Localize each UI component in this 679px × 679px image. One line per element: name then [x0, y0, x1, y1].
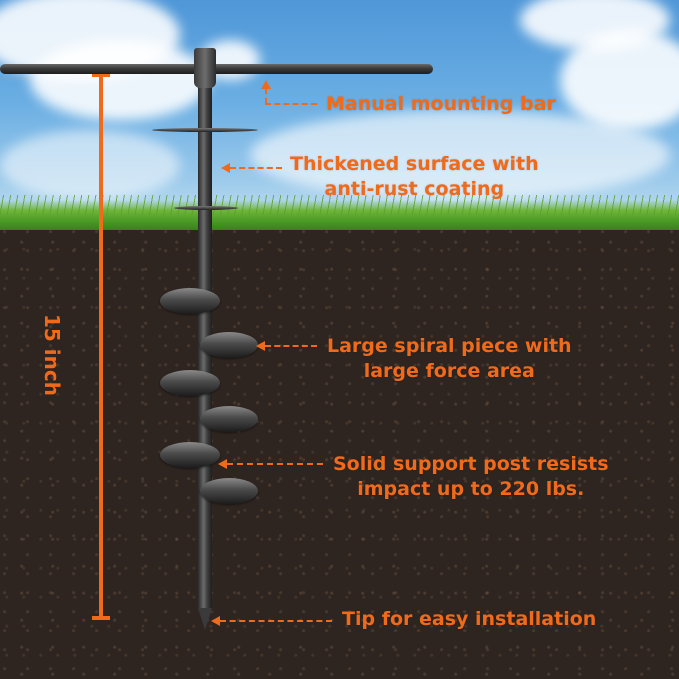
leader-line: [220, 620, 332, 622]
callout-tip: Tip for easy installation: [342, 607, 596, 632]
leader-line: [230, 167, 282, 169]
cloud: [30, 40, 210, 120]
auger-spiral: [200, 332, 258, 358]
soil-background: [0, 226, 679, 679]
leader-line: [265, 103, 317, 105]
auger-spiral: [160, 288, 220, 314]
measurement-label: 15 inch: [40, 314, 64, 396]
cloud: [560, 30, 679, 130]
callout-text: anti-rust coating: [324, 178, 505, 200]
callout-text: large force area: [363, 360, 535, 382]
arrow-left-icon: [221, 163, 230, 173]
callout-spiral: Large spiral piece with large force area: [327, 334, 572, 384]
leader-line: [265, 89, 267, 103]
arrow-up-icon: [261, 80, 271, 89]
leader-line: [227, 463, 323, 465]
cloud: [250, 110, 670, 200]
auger-spiral: [160, 370, 220, 396]
measure-line: [99, 74, 103, 618]
cloud: [0, 130, 180, 200]
callout-text: Manual mounting bar: [326, 93, 556, 115]
auger-tip: [198, 608, 212, 630]
arrow-left-icon: [256, 341, 265, 351]
callout-post: Solid support post resists impact up to …: [333, 452, 609, 502]
mounting-bar: [0, 64, 433, 74]
callout-text: Tip for easy installation: [342, 608, 597, 630]
callout-text: Solid support post resists: [333, 453, 609, 475]
callout-text: Large spiral piece with: [327, 335, 572, 357]
auger-spiral: [160, 442, 220, 468]
arrow-left-icon: [218, 459, 227, 469]
callout-surface: Thickened surface with anti-rust coating: [290, 152, 539, 202]
measure-cap-bottom: [92, 616, 110, 620]
arrow-left-icon: [211, 616, 220, 626]
auger-spiral: [200, 478, 258, 504]
auger-head: [194, 48, 216, 88]
grass-blades: [0, 195, 679, 215]
callout-text: Thickened surface with: [290, 153, 539, 175]
callout-mounting-bar: Manual mounting bar: [326, 92, 556, 117]
collar-disc: [152, 128, 258, 132]
auger-spiral: [200, 406, 258, 432]
collar-disc: [174, 206, 238, 210]
callout-text: impact up to 220 lbs.: [357, 478, 585, 500]
leader-line: [265, 345, 317, 347]
